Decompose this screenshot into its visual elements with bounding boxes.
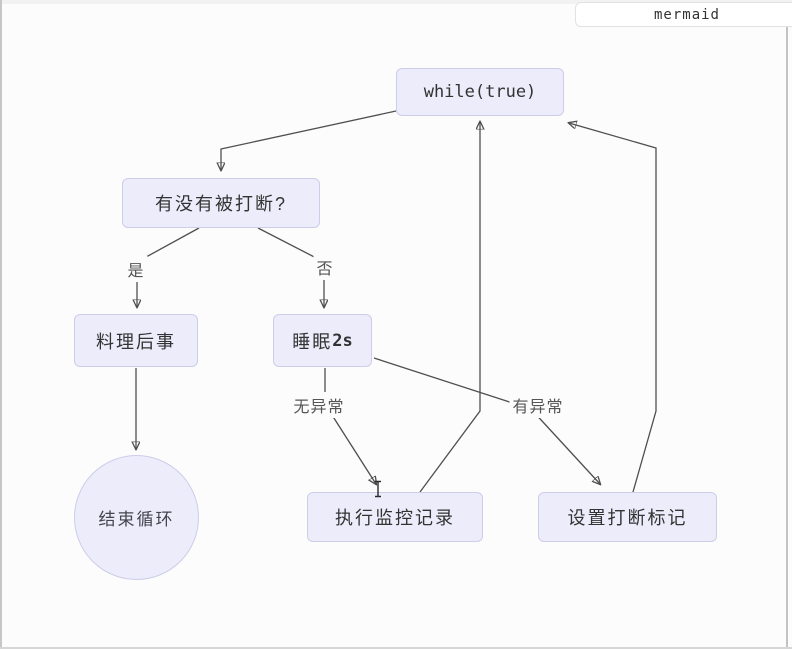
code-language-tag: mermaid (575, 2, 792, 27)
edge-sleep-to-setflag-exception (373, 357, 600, 484)
edge-monitor-to-while (419, 122, 480, 493)
node-cleanup: 料理后事 (74, 314, 198, 367)
edge-while-to-check (221, 110, 397, 170)
node-check-interrupted: 有没有被打断? (122, 178, 320, 228)
edge-label-no-exception: 无异常 (290, 392, 348, 418)
edge-label-yes: 是 (124, 256, 148, 282)
edge-label-has-exception: 有异常 (509, 392, 567, 418)
edge-label-no: 否 (313, 254, 337, 280)
node-end-loop-label: 结束循环 (98, 510, 175, 529)
text-cursor-icon (375, 480, 381, 498)
node-set-flag-label: 设置打断标记 (567, 508, 688, 528)
code-language-label: mermaid (653, 6, 720, 23)
node-sleep-label-code: 2s (332, 330, 353, 351)
edge-sleep-to-monitor-noexception (324, 368, 376, 484)
edge-setflag-to-while (569, 123, 657, 493)
node-monitor-record: 执行监控记录 (307, 492, 483, 542)
node-while-loop: while(true) (396, 68, 564, 116)
node-check-interrupted-label: 有没有被打断? (154, 194, 287, 214)
node-cleanup-label: 料理后事 (96, 331, 176, 352)
panel-left-border (0, 0, 2, 649)
panel-right-border (786, 27, 788, 649)
node-while-loop-label: while(true) (423, 82, 537, 102)
panel-bottom-border (0, 647, 792, 649)
node-end-loop: 结束循环 (74, 455, 199, 580)
node-set-flag: 设置打断标记 (538, 492, 717, 542)
node-monitor-record-label: 执行监控记录 (335, 508, 455, 528)
node-sleep-label-cn: 睡眠 (292, 331, 333, 352)
panel-top-edge (0, 0, 792, 4)
